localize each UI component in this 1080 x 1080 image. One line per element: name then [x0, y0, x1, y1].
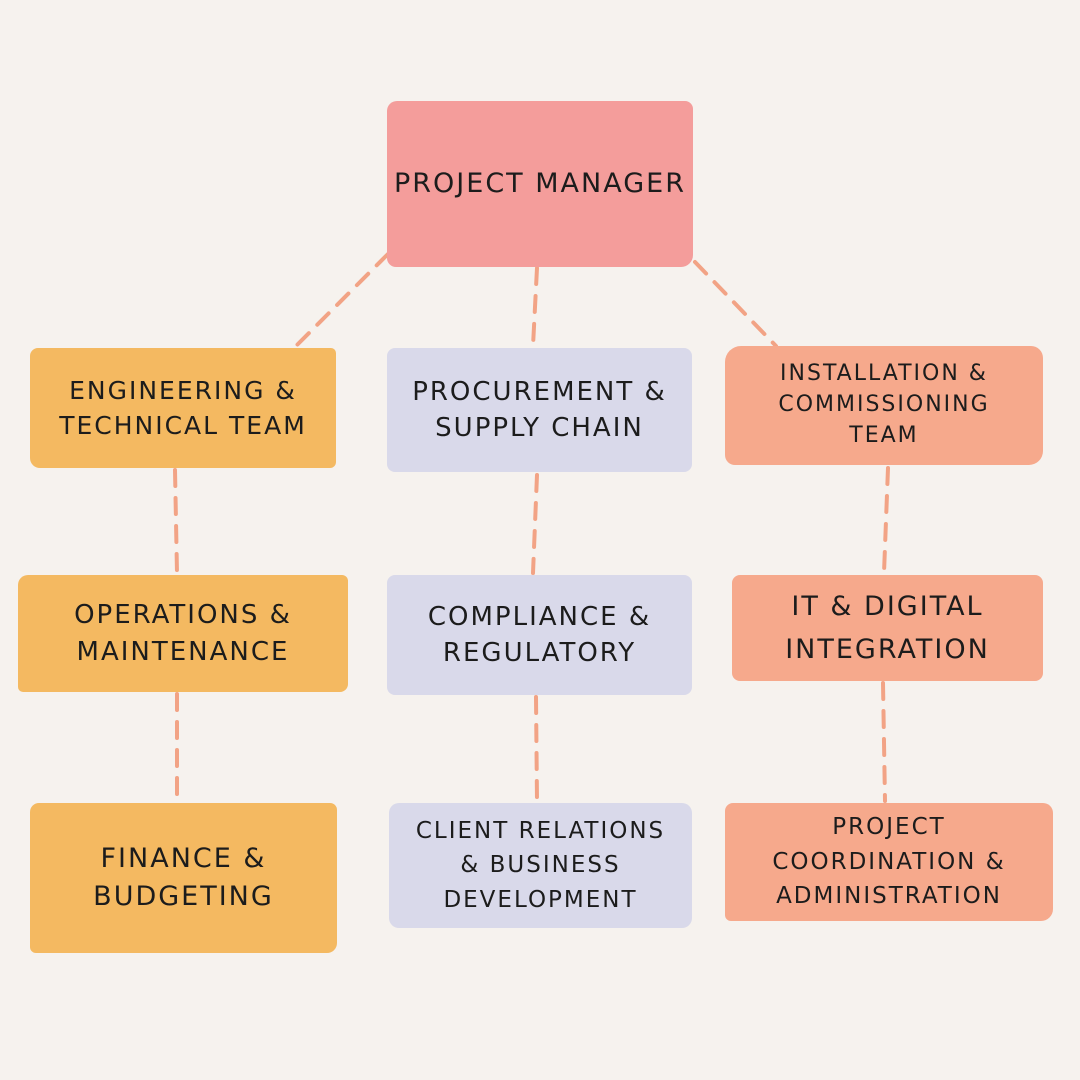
node-it-digital-integration: IT & DIGITAL INTEGRATION [732, 575, 1043, 681]
node-label: OPERATIONS & MAINTENANCE [74, 600, 292, 667]
node-installation-commissioning-team: INSTALLATION & COMMISSIONING TEAM [725, 346, 1043, 465]
connector-engineering-to-operations [173, 468, 179, 575]
node-label: PROCUREMENT & SUPPLY CHAIN [412, 376, 667, 443]
connector-root-to-procurement [531, 266, 539, 348]
node-engineering-technical-team: ENGINEERING & TECHNICAL TEAM [30, 348, 336, 468]
node-procurement-supply-chain: PROCUREMENT & SUPPLY CHAIN [387, 348, 692, 472]
node-label: PROJECT COORDINATION & ADMINISTRATION [772, 814, 1006, 910]
node-label: PROJECT MANAGER [394, 168, 686, 200]
node-operations-maintenance: OPERATIONS & MAINTENANCE [18, 575, 348, 692]
node-client-relations-business-development: CLIENT RELATIONS & BUSINESS DEVELOPMENT [389, 803, 692, 928]
node-label: ENGINEERING & TECHNICAL TEAM [59, 376, 307, 440]
connector-root-to-engineering [295, 252, 390, 347]
connector-compliance-to-client [534, 695, 539, 803]
node-label: INSTALLATION & COMMISSIONING TEAM [778, 361, 990, 448]
connector-root-to-installation [693, 260, 778, 348]
connector-procurement-to-compliance [531, 473, 539, 575]
node-compliance-regulatory: COMPLIANCE & REGULATORY [387, 575, 692, 695]
node-label: IT & DIGITAL INTEGRATION [785, 590, 990, 665]
node-label: COMPLIANCE & REGULATORY [427, 601, 652, 668]
node-label: CLIENT RELATIONS & BUSINESS DEVELOPMENT [415, 817, 666, 913]
connector-it-to-coordination [881, 681, 887, 803]
node-project-coordination-administration: PROJECT COORDINATION & ADMINISTRATION [725, 803, 1053, 921]
node-finance-budgeting: FINANCE & BUDGETING [30, 803, 337, 953]
connector-installation-to-it [882, 466, 890, 575]
node-project-manager: PROJECT MANAGER [387, 101, 693, 267]
node-label: FINANCE & BUDGETING [93, 843, 274, 912]
